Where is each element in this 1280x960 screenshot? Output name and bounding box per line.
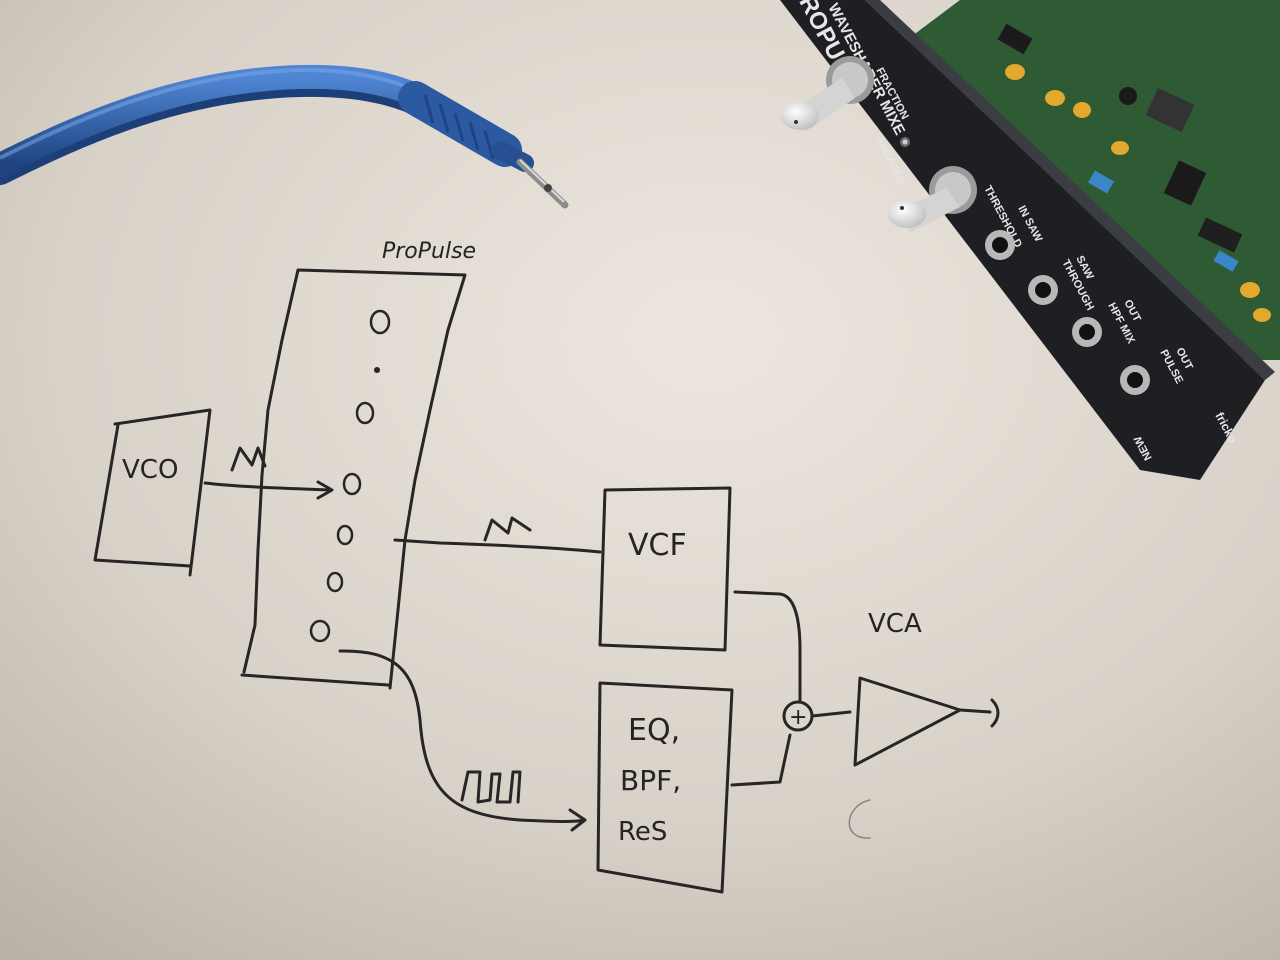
vcf-to-sum-wire [733,590,802,702]
vco-box [93,408,212,577]
vca-triangle [853,676,962,767]
vcf-box [598,486,732,652]
eq-box [596,681,734,894]
vca-label: VCA [868,609,922,639]
propulse-to-vcf-wire [393,538,602,554]
saw-wave-glyph-1 [230,446,267,472]
pencil-mark [848,799,871,839]
jack-in-saw[interactable] [985,230,1015,260]
knob-threshold[interactable] [888,166,977,232]
vcf-label: VCF [628,528,687,563]
jack-out-pulse[interactable] [1120,365,1150,395]
propulse-jacks [309,309,391,643]
eq-label-line3: ReS [618,817,667,847]
sum-to-vca-wire [810,710,852,718]
pcb-components [997,23,1271,322]
knob-fraction[interactable] [781,56,874,132]
patch-cable [0,64,569,209]
vco-to-propulse-wire [203,480,334,500]
sum-plus: + [789,705,807,730]
eq-label-line1: EQ, [628,713,680,748]
vca-output-wire [958,698,1000,728]
saw-wave-glyph-2 [483,516,532,542]
propulse-to-eq-wire [338,649,587,832]
jack-saw-through[interactable] [1028,275,1058,305]
engaged-led [900,137,910,147]
eq-label-line2: BPF, [620,764,681,797]
eq-to-sum-wire [730,733,792,787]
jack-out-hpf-mix[interactable] [1072,317,1102,347]
sketch-labels: ProPulse VCO VCF VCA EQ, BPF, ReS + [122,239,922,847]
propulse-box [240,268,467,690]
front-panel [780,0,1265,480]
hand-drawn-sketch [93,268,1000,894]
pulse-wave-glyph [460,770,522,804]
vco-label: VCO [122,455,178,485]
propulse-title: ProPulse [382,239,476,264]
